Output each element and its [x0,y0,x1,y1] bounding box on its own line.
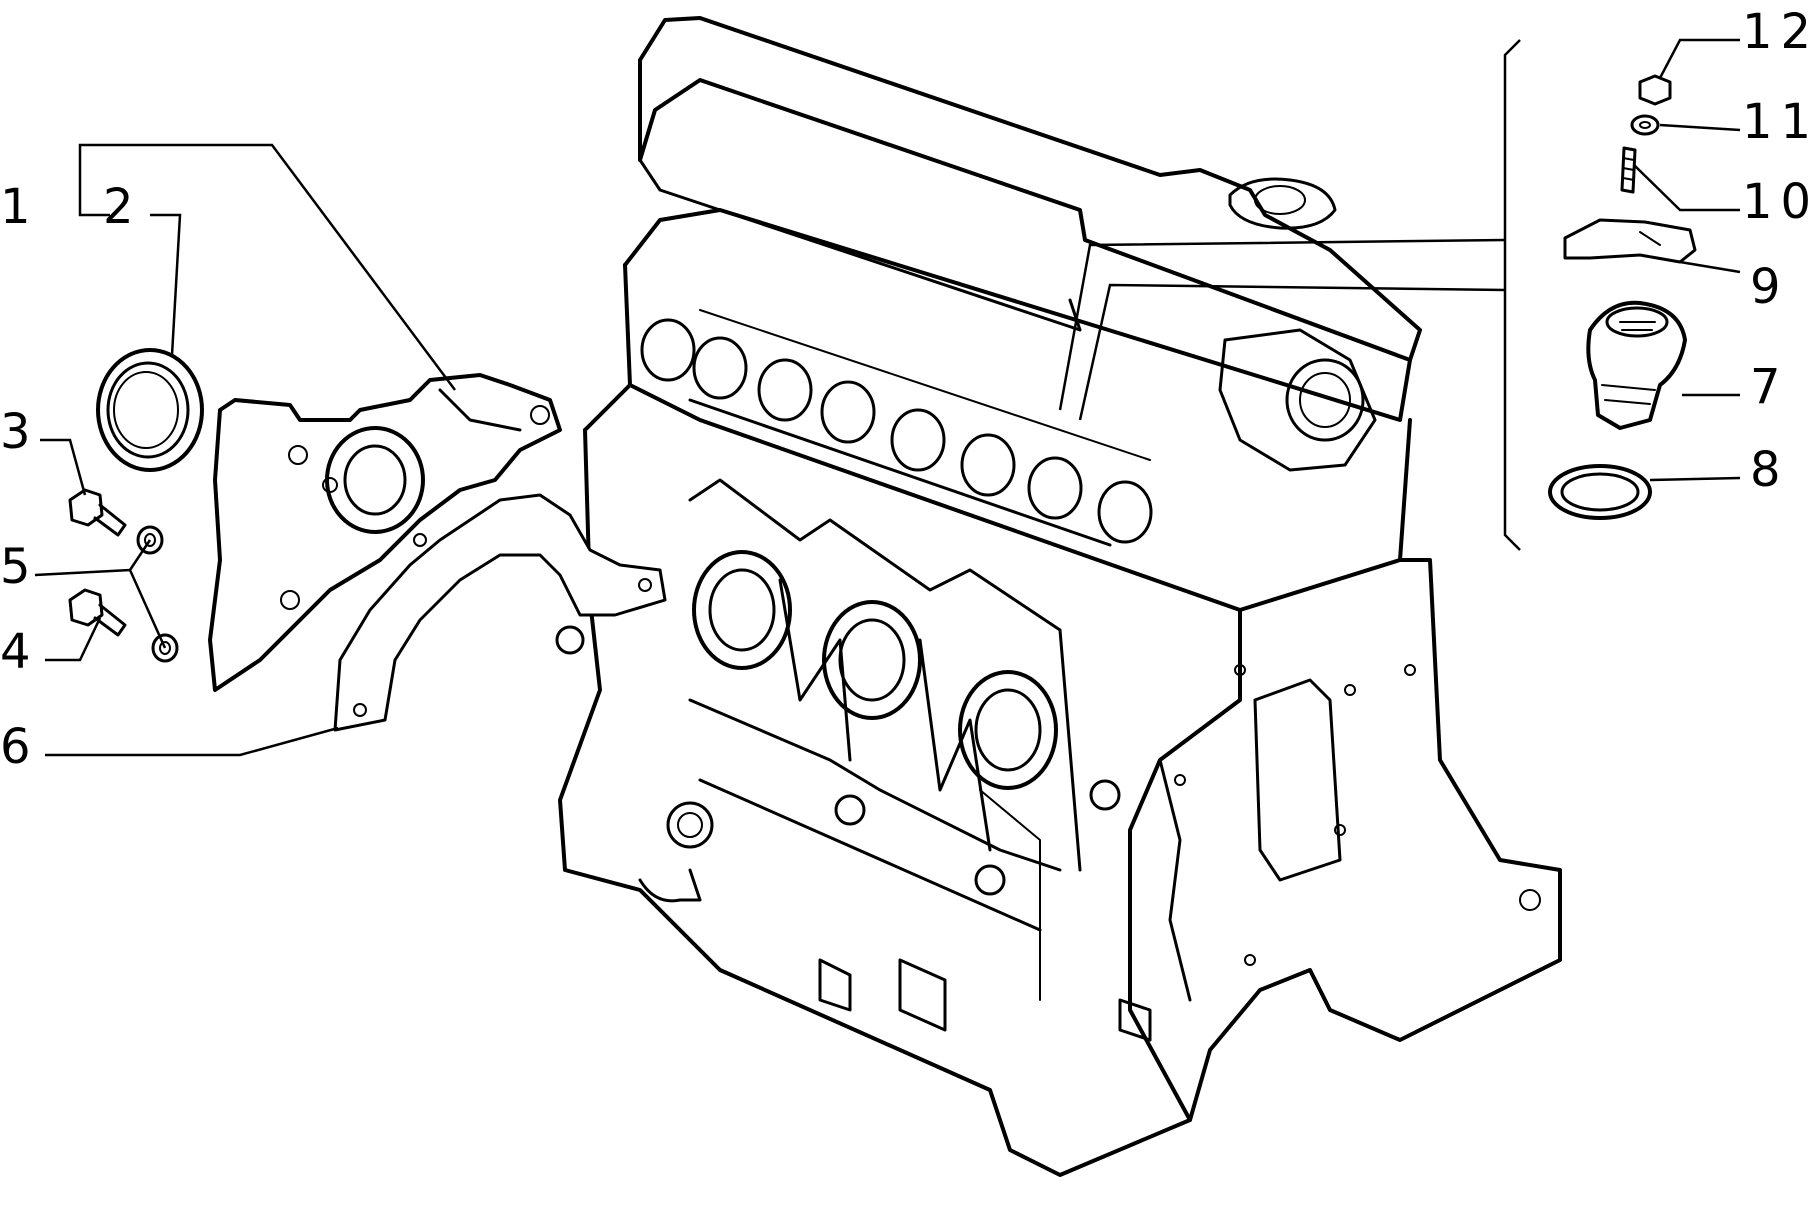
callout-9: 9 [1750,259,1789,315]
callout-11: 11 [1742,94,1817,150]
callout-12: 12 [1742,4,1817,60]
callout-3: 3 [0,404,39,460]
callout-8: 8 [1750,442,1789,498]
filler-bracket [1563,218,1697,264]
block-ribs [688,478,1082,1001]
oil-filler-neck [1228,177,1337,230]
block-bosses [555,625,1152,1042]
bolt-3 [68,488,127,537]
leader-lines [34,38,1741,757]
bolt-4 [68,588,127,637]
callout-7: 7 [1750,359,1789,415]
front-cover-gasket [333,493,667,732]
callout-labels: 1 2 3 5 4 6 12 11 10 9 7 8 [0,4,1817,775]
cylinder-bores [692,550,1058,790]
oil-seal-ring [96,348,204,472]
oil-filler-cap [1586,300,1687,430]
front-cover [208,373,562,692]
nut-12 [1638,74,1672,106]
callout-1: 1 [0,179,39,235]
head-ports [640,309,1153,547]
callout-4: 4 [0,624,39,680]
callout-10: 10 [1742,174,1817,230]
stud-10 [1620,146,1637,194]
callout-2: 2 [103,179,142,235]
washer-11 [1630,114,1660,136]
filler-seal-ring [1548,464,1652,520]
engine-block [555,16,1562,1177]
callout-5: 5 [0,539,39,595]
callout-6: 6 [0,719,39,775]
block-side-face [1174,664,1541,966]
coolant-outlet [1218,328,1377,472]
